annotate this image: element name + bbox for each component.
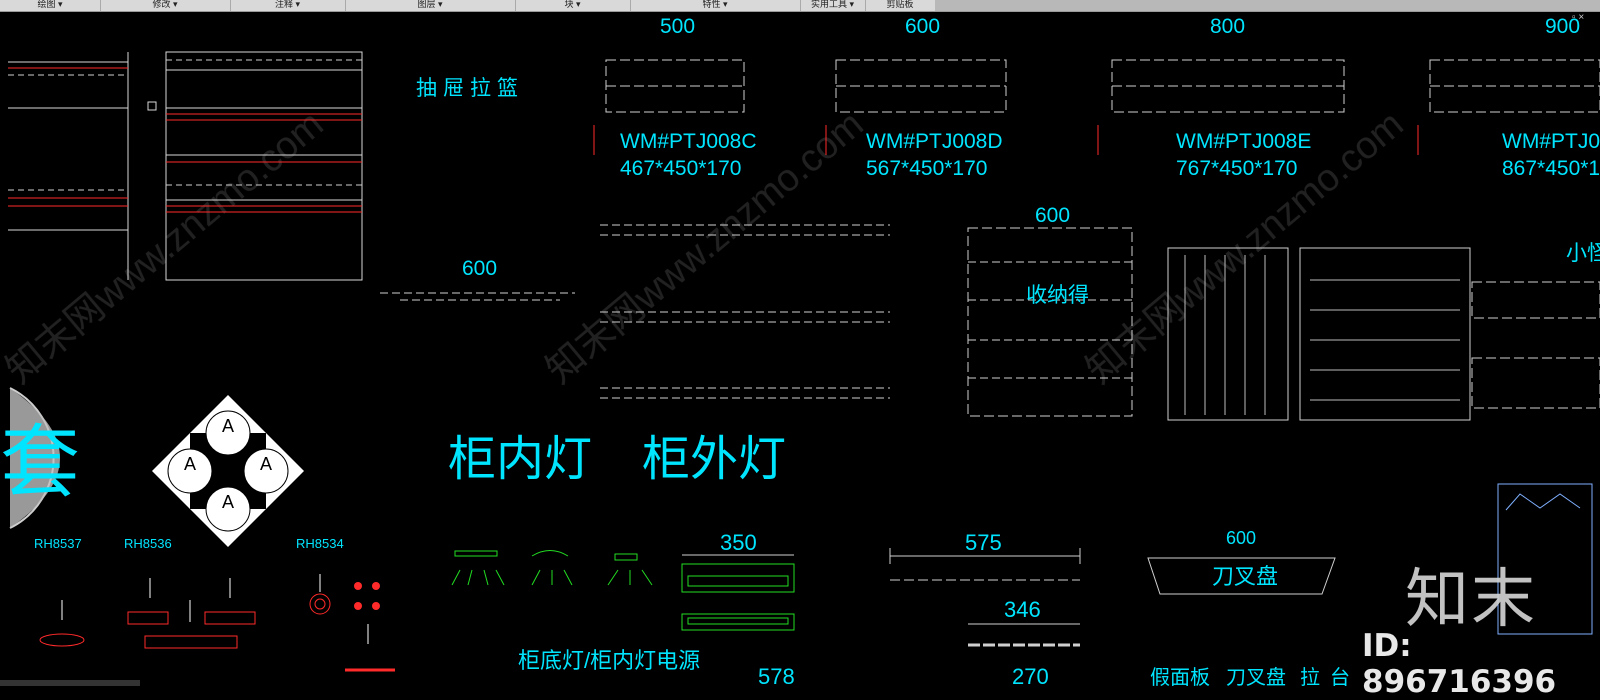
diamond-letter-top: A — [222, 416, 234, 436]
dim-346: 346 — [1004, 597, 1041, 622]
green-fixtures — [451, 550, 795, 631]
ribbon-tab-clipboard[interactable]: 剪贴板 — [865, 0, 936, 11]
light-in-title: 柜内灯 — [448, 433, 592, 486]
diamond-symbol: A A A A — [152, 395, 304, 547]
light-out-title: 柜外灯 — [642, 433, 786, 486]
drawing-canvas[interactable]: 知末网www.znzmo.com 知末网www.znzmo.com 知末网www… — [0, 12, 1600, 686]
ribbon-toolbar: 绘图 ▾ 修改 ▾ 注释 ▾ 图层 ▾ 块 ▾ 特性 ▾ 实用工具 ▾ 剪贴板 — [0, 0, 1600, 12]
cabinet-elevation — [8, 51, 363, 281]
dim-texts: 350 575 346 578 270 — [720, 530, 1049, 686]
size-2: 567*450*170 — [866, 157, 987, 180]
rh-red-symbols — [39, 593, 395, 672]
cad-drawing: 知末网www.znzmo.com 知末网www.znzmo.com 知末网www… — [0, 15, 1600, 686]
bottom-label-1: 假面板 — [1150, 666, 1210, 686]
size-1: 467*450*170 — [620, 157, 741, 180]
power-label: 柜底灯/柜内灯电源 — [518, 648, 700, 673]
cabinet-red-lines — [8, 67, 362, 213]
bottom-labels: 假面板 刀叉盘 拉 台 — [1150, 666, 1350, 686]
bottom-label-4: 台 — [1330, 666, 1350, 686]
diamond-letter-right: A — [260, 454, 272, 474]
rh-labels: RH8537 RH8536 RH8534 — [34, 536, 344, 551]
dim-270: 270 — [1012, 664, 1049, 686]
rail-section-left — [380, 224, 890, 399]
ribbon-empty-area — [935, 0, 1600, 11]
size-3: 767*450*170 — [1176, 157, 1297, 180]
ribbon-tab-layers[interactable]: 图层 ▾ — [345, 0, 516, 11]
width-labels: 500 600 800 900 — [660, 15, 1580, 38]
window-controls[interactable]: ▫ × — [1572, 12, 1585, 23]
storage-label: 收纳得 — [1026, 284, 1089, 307]
tray-label: 刀叉盘 — [1212, 564, 1278, 589]
width-label-500: 500 — [660, 15, 695, 38]
dim-350: 350 — [720, 530, 757, 555]
dim-575: 575 — [965, 530, 1002, 555]
width-label-600: 600 — [905, 15, 940, 38]
dim-578: 578 — [758, 664, 795, 686]
cabinet-dashes — [8, 59, 362, 191]
small-monster-drawing — [1471, 281, 1600, 409]
dim-600-tray: 600 — [1226, 528, 1256, 548]
code-1: WM#PTJ008C — [620, 130, 757, 153]
rh-label-1: RH8537 — [34, 536, 82, 551]
code-2: WM#PTJ008D — [866, 130, 1003, 153]
basket-red-markers — [593, 125, 1419, 155]
ribbon-tab-annotate[interactable]: 注释 ▾ — [230, 0, 346, 11]
diamond-letter-bottom: A — [222, 492, 234, 512]
basket-specs: WM#PTJ008C 467*450*170 WM#PTJ008D 567*45… — [620, 130, 1600, 180]
width-label-900: 900 — [1545, 15, 1580, 38]
rh-leaders — [61, 574, 369, 644]
ribbon-tab-draw[interactable]: 绘图 ▾ — [0, 0, 101, 11]
rh-label-3: RH8534 — [296, 536, 344, 551]
bottom-label-3: 拉 — [1300, 666, 1320, 686]
ribbon-tab-block[interactable]: 块 ▾ — [515, 0, 631, 11]
bottom-label-2: 刀叉盘 — [1226, 666, 1286, 686]
size-4: 867*450*170 — [1502, 157, 1600, 180]
code-3: WM#PTJ008E — [1176, 130, 1311, 153]
watermark-id: ID: 896716396 — [1362, 628, 1557, 700]
status-tab-strip[interactable] — [0, 680, 140, 686]
storage-rack — [967, 227, 1471, 421]
right-cabinet-frame — [1497, 483, 1593, 635]
arc-fill — [10, 388, 60, 528]
basket-title: 抽屉拉篮 — [416, 77, 524, 100]
dim-600-mid: 600 — [1035, 204, 1070, 227]
dim-lines — [682, 548, 1081, 647]
rh-label-2: RH8536 — [124, 536, 172, 551]
basket-drawings — [605, 59, 1600, 113]
small-monster-label: 小怪 — [1566, 242, 1600, 265]
diamond-letter-left: A — [184, 454, 196, 474]
tray-outline — [1147, 557, 1336, 595]
dim-600-left: 600 — [462, 257, 497, 280]
width-label-800: 800 — [1210, 15, 1245, 38]
watermark-logo: 知末 — [1405, 563, 1537, 637]
grid-rack-lines — [1184, 255, 1460, 415]
ribbon-tab-properties[interactable]: 特性 ▾ — [630, 0, 801, 11]
big-char: 套 — [0, 418, 80, 507]
code-4: WM#PTJ008 — [1502, 130, 1600, 153]
ribbon-tab-utilities[interactable]: 实用工具 ▾ — [800, 0, 866, 11]
ribbon-tab-modify[interactable]: 修改 ▾ — [100, 0, 231, 11]
rh-red-dots — [354, 582, 380, 610]
